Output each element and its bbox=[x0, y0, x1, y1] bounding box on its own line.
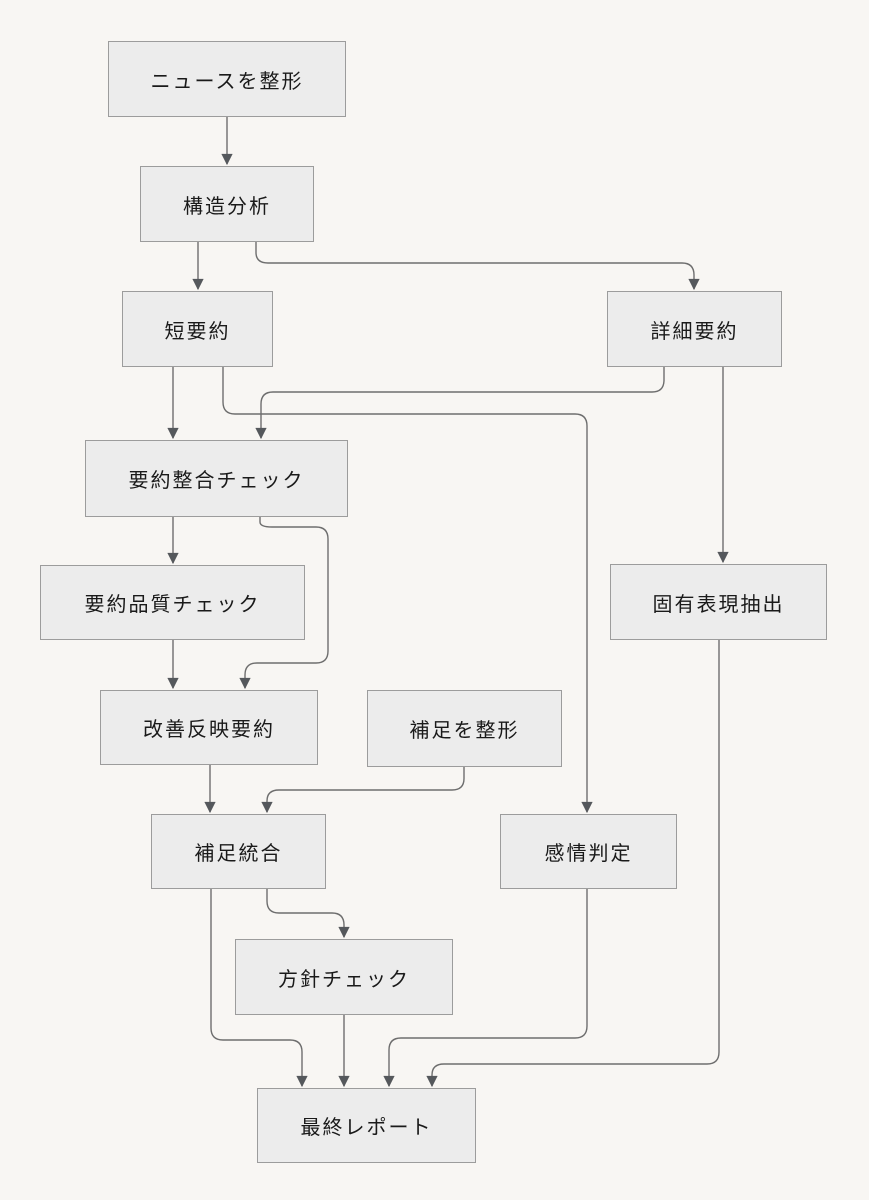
node-quality_check: 要約品質チェック bbox=[40, 565, 305, 640]
edge-short_summary-to-sentiment bbox=[222, 367, 593, 814]
edge-merge_supplement-to-final_report bbox=[210, 889, 308, 1088]
node-final_report: 最終レポート bbox=[257, 1088, 476, 1163]
node-label: 要約整合チェック bbox=[128, 470, 305, 492]
node-sentiment: 感情判定 bbox=[500, 814, 677, 889]
edge-ner-to-final_report bbox=[426, 640, 720, 1088]
node-merge_supplement: 補足統合 bbox=[151, 814, 326, 889]
node-improved_summary: 改善反映要約 bbox=[100, 690, 318, 765]
node-label: 詳細要約 bbox=[650, 320, 739, 343]
node-structure_analysis: 構造分析 bbox=[140, 166, 314, 242]
edge-sentiment-to-final_report bbox=[383, 889, 588, 1088]
node-format_supplement: 補足を整形 bbox=[367, 690, 562, 767]
node-label: 補足統合 bbox=[194, 843, 283, 865]
node-label: 方針チェック bbox=[278, 968, 410, 991]
edge-detail_summary-to-consistency_check bbox=[255, 367, 665, 440]
node-policy_check: 方針チェック bbox=[235, 939, 453, 1015]
node-label: 短要約 bbox=[164, 320, 231, 343]
edge-consistency_check-to-improved_summary bbox=[239, 517, 329, 690]
node-label: 構造分析 bbox=[183, 195, 271, 218]
edge-merge_supplement-to-policy_check bbox=[266, 889, 350, 939]
node-label: 補足を整形 bbox=[409, 720, 520, 742]
node-detail_summary: 詳細要約 bbox=[607, 291, 782, 367]
node-label: 固有表現抽出 bbox=[652, 593, 785, 616]
node-label: 最終レポート bbox=[300, 1117, 433, 1139]
node-label: 改善反映要約 bbox=[143, 719, 275, 741]
node-label: 感情判定 bbox=[544, 843, 633, 865]
edge-format_supplement-to-merge_supplement bbox=[261, 767, 465, 814]
node-format_news: ニュースを整形 bbox=[108, 41, 346, 117]
node-label: ニュースを整形 bbox=[150, 70, 304, 93]
node-short_summary: 短要約 bbox=[122, 291, 273, 367]
edge-structure_analysis-to-detail_summary bbox=[255, 242, 700, 291]
node-ner: 固有表現抽出 bbox=[610, 564, 827, 640]
node-label: 要約品質チェック bbox=[84, 594, 261, 616]
node-consistency_check: 要約整合チェック bbox=[85, 440, 348, 517]
